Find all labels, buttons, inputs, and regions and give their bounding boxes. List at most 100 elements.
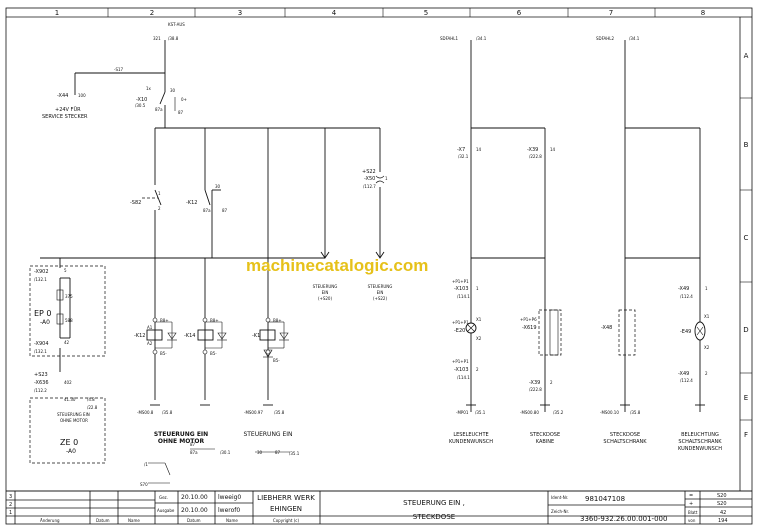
pin-label: X1 xyxy=(704,314,710,319)
component-s82: -S82 xyxy=(130,200,141,206)
pin-label: 2 xyxy=(158,206,161,211)
pin-label: 2 xyxy=(550,380,553,385)
ref-label: /32.1 xyxy=(458,154,469,159)
ref-label: /132.1 xyxy=(34,277,47,282)
revision-number: 1 xyxy=(9,510,12,516)
pin-label: A1 xyxy=(147,325,153,330)
row-markers: A B C D E F xyxy=(743,52,748,439)
drawing-title: STEUERUNG EIN , xyxy=(403,499,465,507)
eq-value: S20 xyxy=(717,493,727,499)
function-label: SCHALTSCHRANK xyxy=(603,439,647,445)
component-x44: -X44 xyxy=(57,93,68,99)
component-x103: -X103 xyxy=(454,367,469,373)
company-location: EHINGEN xyxy=(270,505,302,513)
pin-label: 0+ xyxy=(181,97,187,102)
component-labels: -X44 100 +24V FÜR SERVICE STECKER -S17 1… xyxy=(34,67,710,455)
ref-label: /112.2 xyxy=(34,388,47,393)
pin-label: 1 xyxy=(158,191,161,196)
socket-x48: -X48 xyxy=(601,325,612,331)
label: +P1+P1 xyxy=(452,320,469,325)
lamp-e49: -E49 xyxy=(680,329,691,335)
component-x7: -X7 xyxy=(457,147,465,153)
column-marker: 5 xyxy=(424,9,428,17)
column-header: Name xyxy=(128,518,140,523)
ze-module: ZE 0 xyxy=(60,438,78,447)
function-label: LESELEUCHTE xyxy=(453,432,488,438)
watermark-text: machinecatalogic.com xyxy=(246,256,428,275)
title-block: 3 2 1 Änderung Datum Name Gez. 20.10.00 … xyxy=(6,490,752,524)
ground-label: /35.2 xyxy=(553,410,564,415)
label: +P1+P1 xyxy=(452,279,469,284)
function-label: KUNDENWUNSCH xyxy=(678,446,722,452)
gez-name: lweeig0 xyxy=(218,494,241,501)
ref-label: /222.8 xyxy=(529,387,542,392)
ep-module: EP 0 xyxy=(34,309,52,318)
function-label: STEUERUNG EIN xyxy=(154,431,208,438)
label: +24V FÜR xyxy=(55,106,81,113)
column-marker: 4 xyxy=(332,9,337,17)
plus-value: S20 xyxy=(717,501,727,507)
pin-label: X1 xyxy=(476,317,482,322)
revision-number: 3 xyxy=(9,494,12,500)
column-marker: 6 xyxy=(517,9,522,17)
legend-label: /30.1 xyxy=(220,450,231,455)
ref-label: 41.30 xyxy=(64,397,76,402)
column-marker: 7 xyxy=(609,9,613,17)
label: +P1+P6 xyxy=(520,317,537,322)
row-marker: D xyxy=(743,326,748,334)
ref-label: /4.8 xyxy=(87,397,95,402)
pin-label: 87 xyxy=(222,208,228,213)
von-label: von xyxy=(688,518,696,523)
coil-k1: -K1 xyxy=(252,333,260,339)
resistor-value: 375 xyxy=(65,294,73,299)
label: STEUERUNG EIN xyxy=(57,412,90,417)
ref-label: 321 xyxy=(153,36,161,41)
lamp-e20: -E20 xyxy=(454,328,465,334)
function-label: BELEUCHTUNG xyxy=(681,432,719,438)
drawing-subtitle: STECKDOSE xyxy=(413,513,455,521)
pin-label: 87a xyxy=(203,208,211,213)
pin-label: 1x xyxy=(146,86,152,91)
ground-label: /35.8 xyxy=(274,410,285,415)
pin-label: 14 xyxy=(476,147,482,152)
copyright: Copyright (c) xyxy=(273,518,300,523)
revision-number: 2 xyxy=(9,502,12,508)
ze-module-sub: -A0 xyxy=(66,448,76,455)
pin-label: 5 xyxy=(64,268,67,273)
legend-label: /1 xyxy=(144,462,148,467)
pin-label: 100 xyxy=(78,93,86,98)
ground-label: /35.1 xyxy=(475,410,486,415)
pin-label: 30 xyxy=(170,88,176,93)
function-label: STECKDOSE xyxy=(610,432,640,438)
ausgabe-label: Ausgabe xyxy=(157,508,175,513)
column-header: Datum xyxy=(187,518,201,523)
ref-label: /112.4 xyxy=(680,294,693,299)
zeich-label: Zeich-Nr. xyxy=(551,509,569,514)
function-label: SCHALTSCHRANK xyxy=(678,439,722,445)
ground-label: /35.8 xyxy=(162,410,173,415)
legend-label: /35.1 xyxy=(289,451,300,456)
label: OHNE MOTOR xyxy=(60,418,88,423)
component-x39: -X39 xyxy=(527,147,538,153)
component-x39: -X39 xyxy=(529,380,540,386)
function-label: EIN xyxy=(377,290,384,295)
function-label: EIN xyxy=(322,290,329,295)
function-label: STEUERUNG EIN xyxy=(243,431,292,438)
pin-label: 2 xyxy=(705,371,708,376)
eq-label: = xyxy=(689,493,693,499)
component-x10: -X10 xyxy=(136,97,147,103)
pin-label: 1 xyxy=(385,176,388,181)
component-x49: -X49 xyxy=(678,371,689,377)
column-marker: 1 xyxy=(55,9,59,17)
function-label: STEUERUNG xyxy=(368,284,393,289)
row-marker: B xyxy=(744,141,749,149)
ident-label: Ident-Nr. xyxy=(551,495,568,500)
component-s17: -S17 xyxy=(114,67,124,72)
ref-label: /22.8 xyxy=(87,405,98,410)
ref-label: /112.4 xyxy=(680,378,693,383)
pin-label: 42 xyxy=(64,340,70,345)
column-marker: 3 xyxy=(238,9,242,17)
column-header: Datum xyxy=(96,518,110,523)
column-marker: 2 xyxy=(150,9,154,17)
column-markers: 1 2 3 4 5 6 7 8 xyxy=(55,9,705,17)
